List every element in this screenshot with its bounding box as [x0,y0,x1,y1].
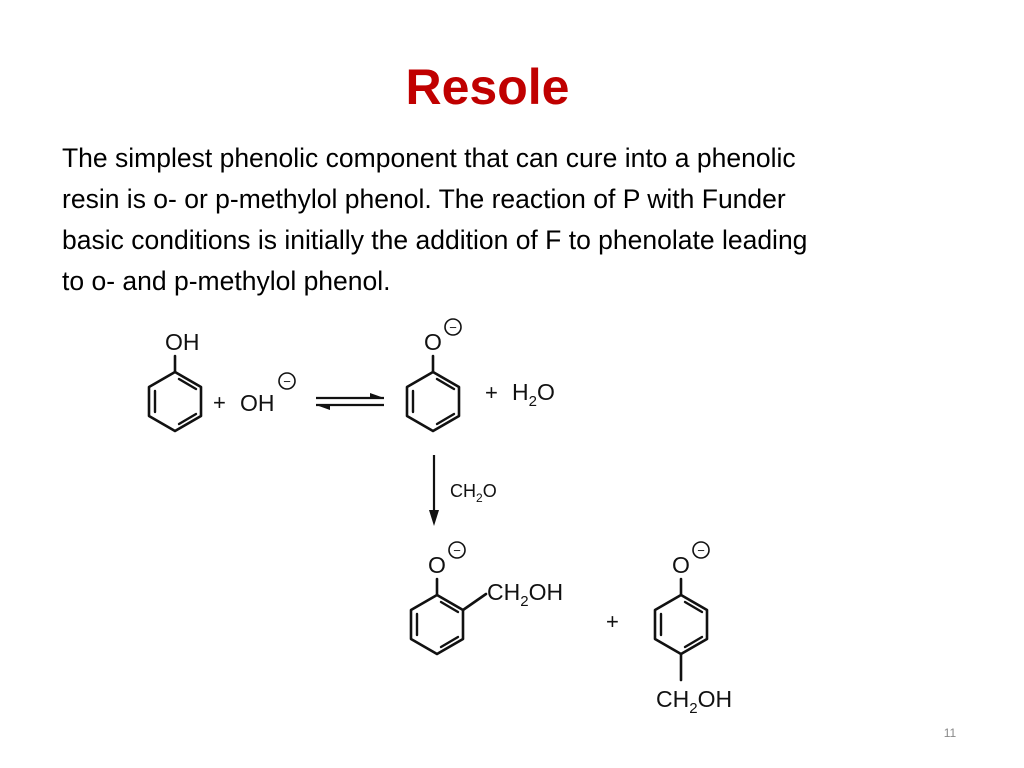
down-arrowhead [429,510,439,526]
ortho-ring-double-bond [439,600,460,614]
ortho-ch2oh-label: CH2OH [487,579,563,610]
phenolate-molecule: O − [405,318,462,433]
negative-charge-icon [444,318,462,336]
negative-charge-icon [692,541,710,559]
water-formula: H2O [512,379,555,410]
hydroxide-ion: OH − [240,372,296,416]
phenol-molecule: OH [147,329,203,433]
page-number: 11 [943,726,957,740]
charge-sign: − [449,320,457,335]
phenolate-ring-double-bond [435,377,456,391]
phenolate-o-label: O [424,329,442,355]
equilibrium-arrows [316,393,384,410]
phenol-ring [147,370,203,433]
phenol-ring-double-bond [177,377,198,391]
negative-charge-icon [278,372,296,390]
para-o-label: O [672,552,690,578]
ortho-ring-double-bond [439,635,460,649]
phenolate-ring [405,370,461,433]
ortho-ring [409,593,465,656]
charge-sign: − [453,543,461,558]
plus-sign: + [606,609,619,634]
para-methylol-phenolate: O − CH2OH [653,541,732,717]
para-ch2oh-label: CH2OH [656,686,732,717]
slide-title: Resole [405,59,570,115]
body-line-2: resin is o- or p-methylol phenol. The re… [62,184,786,214]
phenol-ring-double-bond [177,412,198,426]
body-line-4: to o- and p-methylol phenol. [62,266,391,296]
slide-body-text: The simplest phenolic component that can… [62,138,962,302]
para-ring-double-bond [683,600,704,614]
negative-charge-icon [448,541,466,559]
phenolate-ring-double-bond [435,412,456,426]
forward-arrowhead [370,393,384,398]
phenol-oh-label: OH [165,329,200,355]
charge-sign: − [697,543,705,558]
plus-sign: + [485,380,498,405]
body-line-1: The simplest phenolic component that can… [62,143,796,173]
ortho-o-label: O [428,552,446,578]
charge-sign: − [283,374,291,389]
ortho-substituent-bond [461,592,488,612]
formaldehyde-reagent: CH2O [450,481,497,505]
formaldehyde-reaction-arrow: CH2O [429,455,497,526]
reverse-arrowhead [316,405,330,410]
ortho-methylol-phenolate: O − CH2OH [409,541,563,656]
plus-sign: + [213,390,226,415]
para-ring [653,593,709,656]
para-ring-double-bond [683,635,704,649]
body-line-3: basic conditions is initially the additi… [62,225,808,255]
hydroxide-label: OH [240,390,275,416]
